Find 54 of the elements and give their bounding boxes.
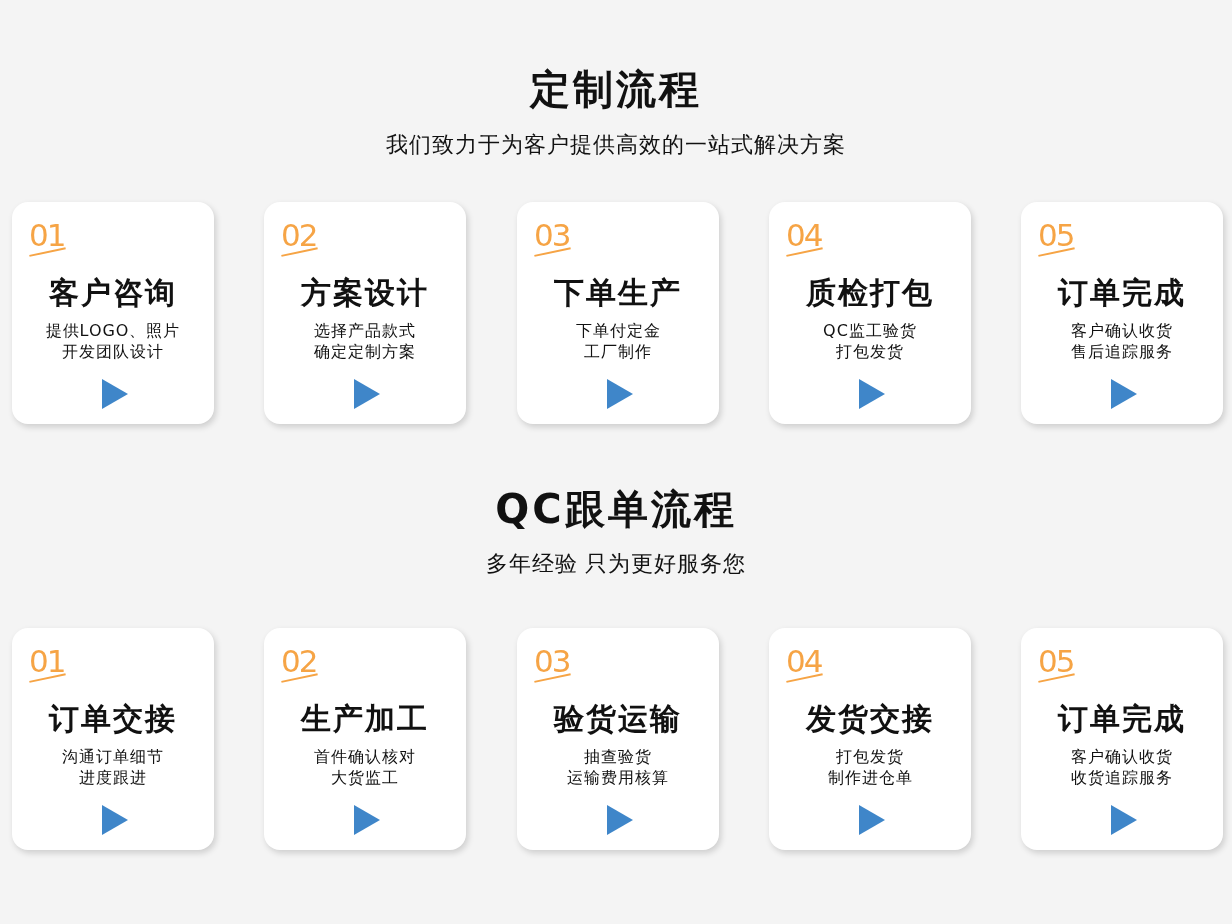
step-description: 打包发货 [836, 342, 904, 362]
step-description: QC监工验货 [823, 321, 917, 341]
section-heading: QC跟单流程 [495, 486, 737, 532]
step-number: 04 [784, 218, 826, 258]
step-description: 大货监工 [331, 768, 399, 788]
step-title: 订单交接 [49, 700, 177, 738]
step-card [264, 628, 466, 850]
step-description: 下单付定金 [575, 321, 661, 341]
step-number: 01 [27, 218, 69, 258]
step-description: 抽查验货 [584, 747, 652, 767]
section-heading: 定制流程 [530, 66, 702, 112]
step-description: 首件确认核对 [314, 747, 416, 767]
step-card [1021, 628, 1223, 850]
step-card [517, 202, 719, 424]
step-title: 订单完成 [1058, 700, 1186, 738]
step-number: 05 [1036, 644, 1078, 684]
step-title: 生产加工 [301, 700, 429, 738]
step-card [769, 628, 971, 850]
step-number: 01 [27, 644, 69, 684]
step-description: 沟通订单细节 [62, 747, 164, 767]
step-description: 客户确认收货 [1071, 321, 1173, 341]
step-description: 工厂制作 [584, 342, 652, 362]
step-description: 提供LOGO、照片 [45, 321, 181, 341]
step-title: 质检打包 [806, 274, 934, 312]
step-card [12, 628, 214, 850]
step-card [264, 202, 466, 424]
section-subtitle: 多年经验 只为更好服务您 [485, 551, 747, 577]
step-card [1021, 202, 1223, 424]
section-subtitle: 我们致力于为客户提供高效的一站式解决方案 [386, 132, 846, 158]
step-title: 客户咨询 [49, 274, 177, 312]
step-title: 方案设计 [301, 274, 429, 312]
step-title: 发货交接 [806, 700, 934, 738]
step-card [517, 628, 719, 850]
step-card [12, 202, 214, 424]
step-description: 进度跟进 [79, 768, 147, 788]
step-number: 03 [532, 218, 574, 258]
step-description: 运输费用核算 [567, 768, 669, 788]
step-title: 订单完成 [1058, 274, 1186, 312]
step-description: 制作进仓单 [827, 768, 913, 788]
step-card [769, 202, 971, 424]
step-description: 选择产品款式 [314, 321, 416, 341]
step-number: 02 [279, 644, 321, 684]
step-title: 下单生产 [554, 274, 682, 312]
step-title: 验货运输 [554, 700, 682, 738]
step-description: 售后追踪服务 [1071, 342, 1173, 362]
step-description: 确定定制方案 [314, 342, 416, 362]
step-description: 开发团队设计 [62, 342, 164, 362]
step-number: 05 [1036, 218, 1078, 258]
step-number: 02 [279, 218, 321, 258]
step-description: 打包发货 [836, 747, 904, 767]
step-description: 收货追踪服务 [1071, 768, 1173, 788]
step-number: 04 [784, 644, 826, 684]
step-description: 客户确认收货 [1071, 747, 1173, 767]
step-number: 03 [532, 644, 574, 684]
